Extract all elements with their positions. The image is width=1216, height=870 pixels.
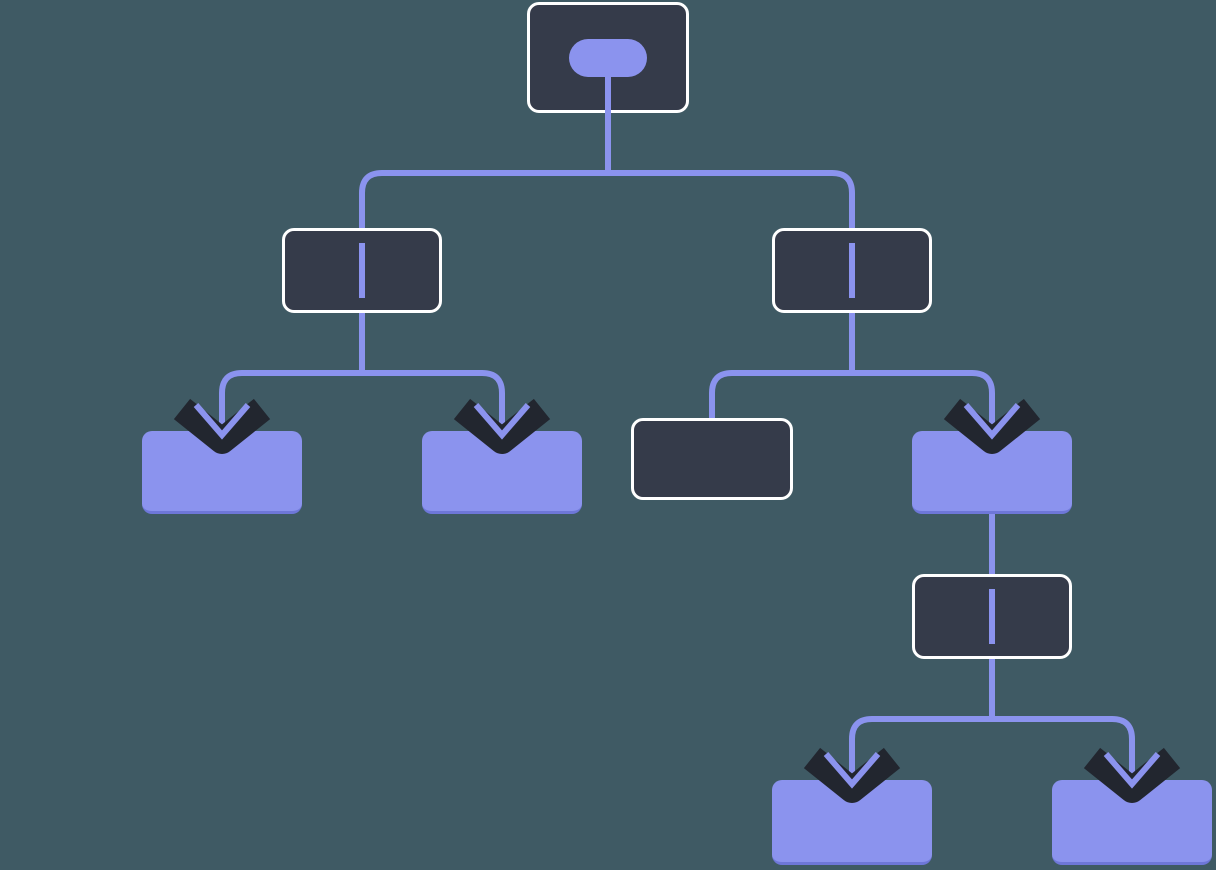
arrowhead-bottom-left (803, 747, 901, 803)
edge-left-to-leaf2 (359, 313, 505, 431)
arrowhead-left-leaf-2 (453, 398, 551, 454)
branch-left-line-glyph (359, 243, 365, 298)
branch-node-right[interactable] (772, 228, 932, 313)
edge-root-to-right (605, 113, 855, 228)
edge-deep-to-left (849, 659, 995, 780)
root-pill-glyph (569, 39, 647, 77)
edge-deep-to-right (989, 659, 1135, 780)
branch-deep-line-glyph (989, 589, 995, 644)
arrowhead-right-leaf (943, 398, 1041, 454)
arrowhead-left-leaf-1 (173, 398, 271, 454)
arrowhead-bottom-right (1083, 747, 1181, 803)
branch-right-line-glyph (849, 243, 855, 298)
edge-right-to-leaf (849, 313, 995, 431)
edge-left-to-leaf1 (219, 313, 365, 431)
edge-right-to-empty (709, 313, 855, 418)
root-pill-glyph-stem (605, 58, 611, 113)
empty-node-right-first[interactable] (631, 418, 793, 500)
edge-root-to-left (359, 113, 611, 228)
